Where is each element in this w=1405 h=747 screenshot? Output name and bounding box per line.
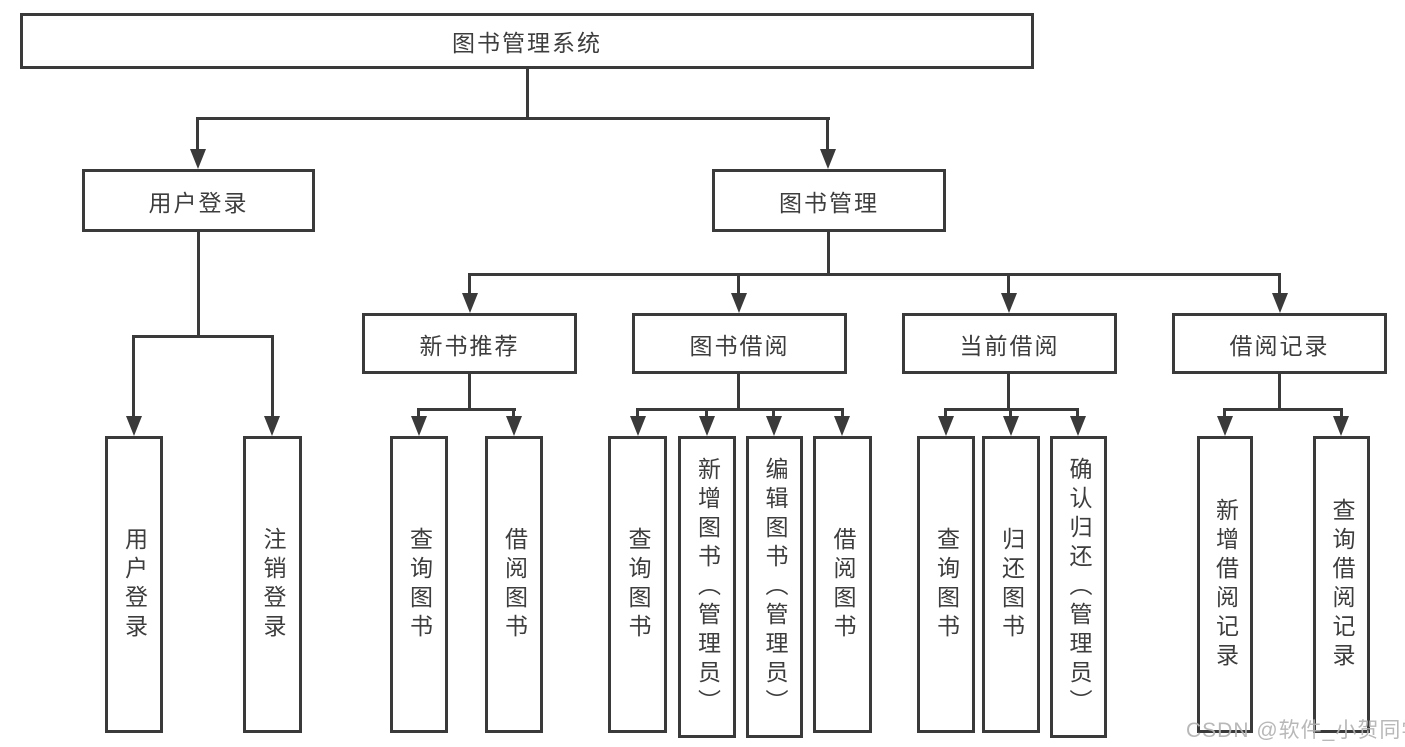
- leaf-user-login-label: 用户登录: [121, 526, 148, 643]
- connector-line: [1007, 374, 1010, 411]
- arrowhead-down-icon: [1001, 293, 1017, 313]
- leaf-add-books-admin-label: 新增图书（管理员）: [694, 456, 721, 718]
- node-book-borrowing-label: 图书借阅: [689, 332, 790, 359]
- connector-line: [1223, 408, 1343, 411]
- connector-line: [1278, 273, 1281, 298]
- connector-line: [271, 335, 274, 420]
- node-root: 图书管理系统: [20, 13, 1034, 69]
- leaf-logout-label: 注销登录: [260, 526, 286, 643]
- leaf-return-books-label: 归还图书: [998, 526, 1025, 643]
- leaf-edit-books-admin: 编辑图书（管理员）: [746, 436, 803, 738]
- leaf-borrowing-query-books: 查询图书: [608, 436, 667, 733]
- leaf-return-books: 归还图书: [982, 436, 1040, 733]
- leaf-borrowing-borrow-books-label: 借阅图书: [830, 526, 856, 643]
- connector-line: [196, 117, 830, 120]
- connector-line: [132, 335, 135, 420]
- connector-line: [512, 408, 515, 420]
- node-borrowing-records-label: 借阅记录: [1229, 332, 1330, 359]
- leaf-add-borrow-record-label: 新增借阅记录: [1212, 497, 1239, 672]
- node-user-login-label: 用户登录: [148, 189, 249, 216]
- connector-line: [468, 374, 471, 411]
- connector-line: [841, 408, 844, 420]
- connector-line: [737, 273, 740, 298]
- connector-line: [827, 232, 830, 276]
- arrowhead-down-icon: [630, 416, 646, 436]
- leaf-current-query-books-label: 查询图书: [933, 526, 960, 643]
- leaf-borrowing-borrow-books: 借阅图书: [813, 436, 872, 733]
- arrowhead-down-icon: [264, 416, 280, 436]
- connector-line: [1009, 408, 1012, 420]
- node-user-login: 用户登录: [82, 169, 315, 232]
- connector-line: [1076, 408, 1079, 420]
- connector-line: [196, 117, 199, 153]
- connector-line: [636, 408, 844, 411]
- connector-line: [1340, 408, 1343, 420]
- arrowhead-down-icon: [1272, 293, 1288, 313]
- arrowhead-down-icon: [820, 149, 836, 169]
- node-new-book-recommend: 新书推荐: [362, 313, 577, 374]
- connector-line: [1223, 408, 1226, 420]
- connector-line: [132, 335, 274, 338]
- leaf-recommend-query-books-label: 查询图书: [406, 526, 433, 643]
- connector-line: [1278, 374, 1281, 411]
- node-book-management-label: 图书管理: [779, 189, 879, 216]
- connector-line: [468, 273, 1281, 276]
- leaf-logout: 注销登录: [243, 436, 302, 733]
- arrowhead-down-icon: [938, 416, 954, 436]
- arrowhead-down-icon: [1003, 416, 1019, 436]
- arrowhead-down-icon: [126, 416, 142, 436]
- leaf-edit-books-admin-label: 编辑图书（管理员）: [762, 456, 788, 718]
- leaf-query-borrow-record: 查询借阅记录: [1313, 436, 1370, 733]
- arrowhead-down-icon: [699, 416, 715, 436]
- leaf-confirm-return-admin-label: 确认归还（管理员）: [1066, 456, 1092, 718]
- connector-line: [737, 374, 740, 411]
- connector-line: [1007, 273, 1010, 298]
- node-book-borrowing: 图书借阅: [632, 313, 847, 374]
- arrowhead-down-icon: [834, 416, 850, 436]
- connector-line: [636, 408, 639, 420]
- node-current-borrowing-label: 当前借阅: [959, 332, 1060, 359]
- csdn-watermark: CSDN @软件_小贺同学: [1186, 719, 1405, 742]
- leaf-current-query-books: 查询图书: [917, 436, 975, 733]
- leaf-user-login: 用户登录: [105, 436, 163, 733]
- arrowhead-down-icon: [411, 416, 427, 436]
- connector-line: [468, 273, 471, 298]
- connector-line: [526, 69, 529, 119]
- node-root-label: 图书管理系统: [452, 30, 602, 56]
- leaf-borrowing-query-books-label: 查询图书: [625, 526, 651, 643]
- leaf-recommend-borrow-books: 借阅图书: [485, 436, 543, 733]
- leaf-add-books-admin: 新增图书（管理员）: [678, 436, 736, 738]
- arrowhead-down-icon: [731, 293, 747, 313]
- node-book-management: 图书管理: [712, 169, 946, 232]
- connector-line: [417, 408, 420, 420]
- node-current-borrowing: 当前借阅: [902, 313, 1117, 374]
- leaf-recommend-borrow-books-label: 借阅图书: [501, 526, 528, 643]
- node-borrowing-records: 借阅记录: [1172, 313, 1387, 374]
- leaf-recommend-query-books: 查询图书: [390, 436, 448, 733]
- connector-line: [417, 408, 516, 411]
- leaf-add-borrow-record: 新增借阅记录: [1197, 436, 1253, 733]
- arrowhead-down-icon: [190, 149, 206, 169]
- connector-line: [826, 117, 829, 153]
- leaf-query-borrow-record-label: 查询借阅记录: [1329, 497, 1355, 672]
- leaf-confirm-return-admin: 确认归还（管理员）: [1050, 436, 1107, 738]
- arrowhead-down-icon: [462, 293, 478, 313]
- node-new-book-recommend-label: 新书推荐: [419, 332, 520, 359]
- arrowhead-down-icon: [1217, 416, 1233, 436]
- arrowhead-down-icon: [1070, 416, 1086, 436]
- connector-line: [197, 232, 200, 338]
- arrowhead-down-icon: [766, 416, 782, 436]
- arrowhead-down-icon: [1333, 416, 1349, 436]
- connector-line: [944, 408, 947, 420]
- arrowhead-down-icon: [506, 416, 522, 436]
- connector-line: [772, 408, 775, 420]
- connector-line: [705, 408, 708, 420]
